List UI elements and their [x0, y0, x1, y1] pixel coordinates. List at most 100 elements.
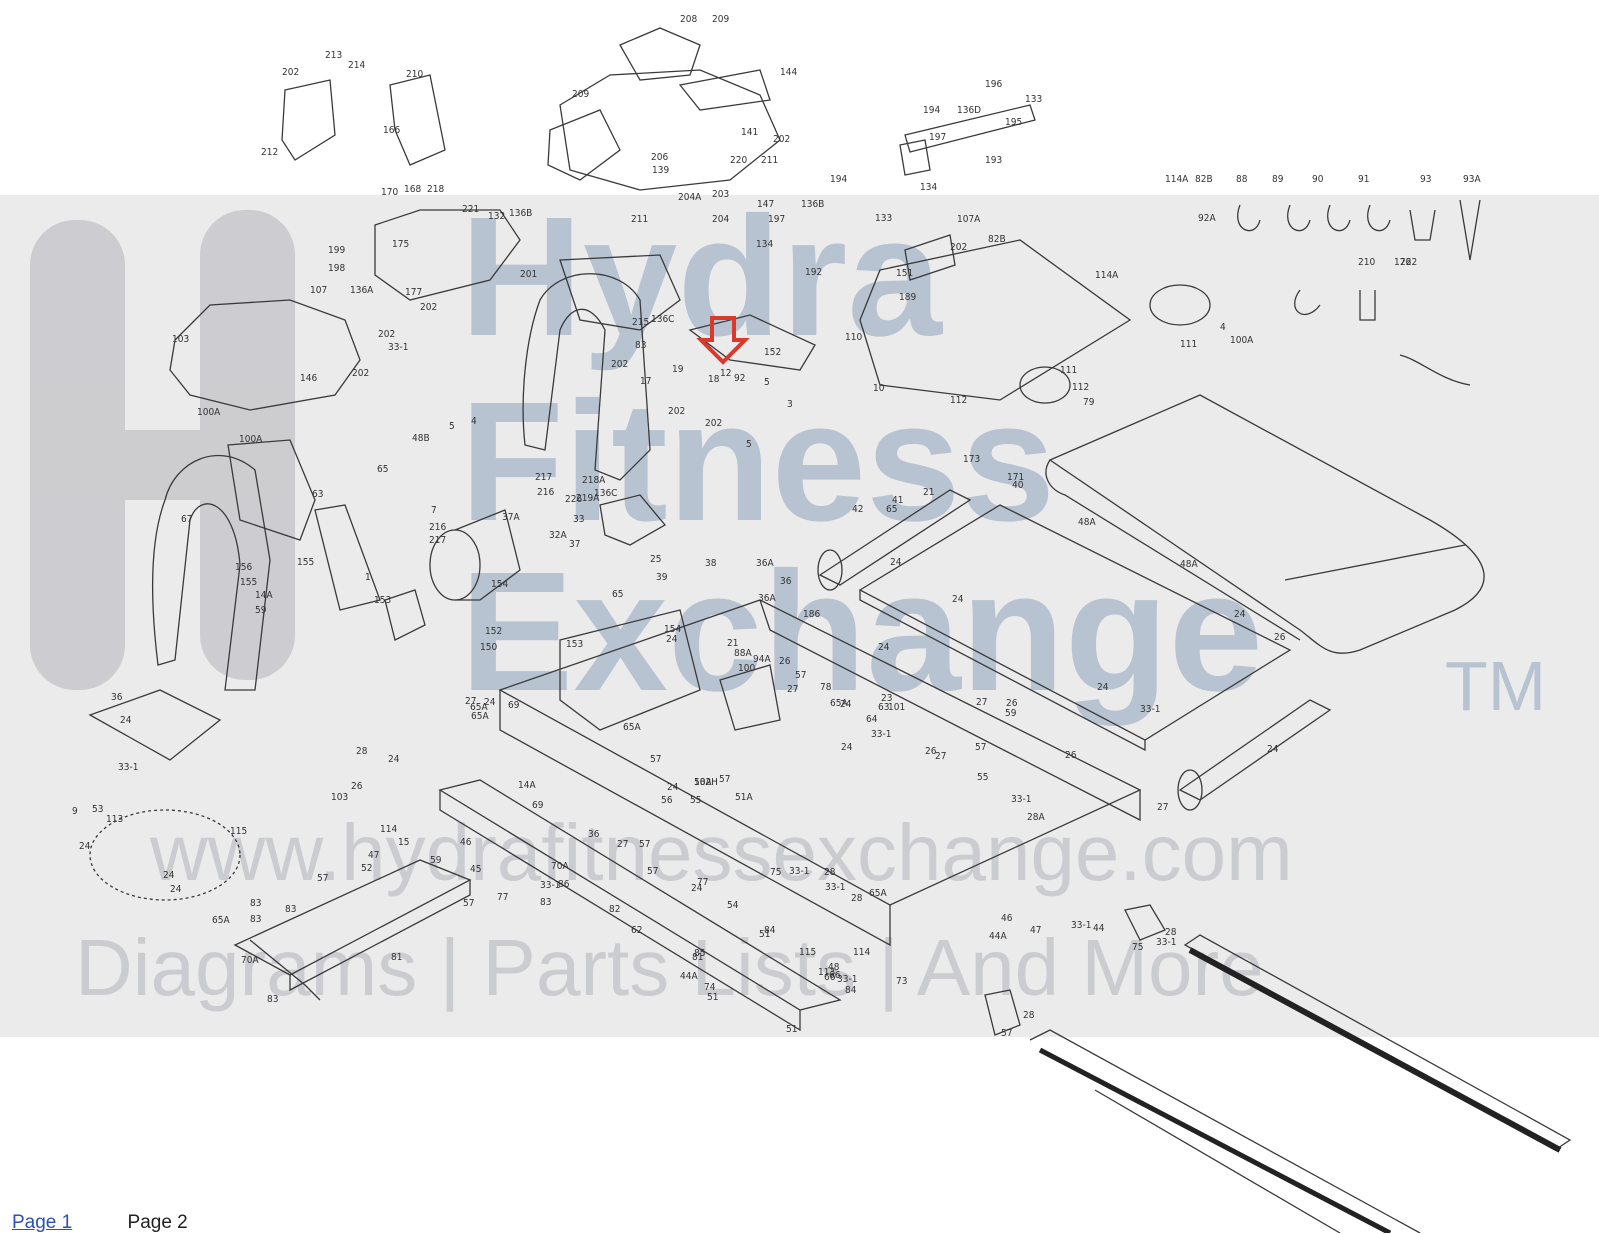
part-label: 81: [391, 952, 402, 963]
part-label: 21: [923, 487, 934, 498]
part-label: 70A: [241, 955, 259, 966]
part-label: 146: [300, 373, 317, 384]
part-label: 214: [348, 60, 365, 71]
part-label: 65A: [830, 698, 848, 709]
part-label: 88A: [734, 648, 752, 659]
part-label: 153: [374, 595, 391, 606]
part-label: 103: [331, 792, 348, 803]
part-label: 198: [328, 263, 345, 274]
part-label: 202: [611, 359, 628, 370]
part-label: 202: [282, 67, 299, 78]
part-label: 202: [420, 302, 437, 313]
part-label: 27: [465, 696, 476, 707]
part-label: 134: [756, 239, 773, 250]
part-label: 33-1: [1071, 920, 1091, 931]
part-label: 65: [612, 589, 623, 600]
part-label: 48A: [1078, 517, 1096, 528]
part-label: 24: [484, 697, 496, 708]
part-label: 41: [892, 495, 903, 506]
part-label: 28: [1165, 927, 1177, 938]
part-label: 24: [79, 841, 91, 852]
part-label: 136C: [651, 314, 674, 325]
part-label: 202: [705, 418, 722, 429]
part-label: 33-1: [118, 762, 138, 773]
part-label: 3: [787, 399, 793, 410]
part-label: 134: [920, 182, 937, 193]
part-label: 91: [1358, 174, 1369, 185]
part-label: 12: [720, 368, 731, 379]
part-label: 33-1: [789, 866, 809, 877]
part-label: 58A: [694, 777, 712, 788]
part-label: 111: [1060, 365, 1077, 376]
part-label: 82B: [1195, 174, 1213, 185]
part-label: 193: [985, 155, 1002, 166]
part-label: 192: [805, 267, 822, 278]
part-label: 132: [488, 211, 505, 222]
part-label: 194: [830, 174, 847, 185]
part-label: 24: [388, 754, 400, 765]
part-label: 65: [377, 464, 388, 475]
part-label: 107: [310, 285, 327, 296]
part-label: 65A: [869, 888, 887, 899]
part-label: 24: [120, 715, 132, 726]
part-label: 221: [462, 204, 479, 215]
part-label: 24: [890, 557, 902, 568]
part-label: 77: [497, 892, 508, 903]
part-label: 26: [1065, 750, 1077, 761]
part-label: 65: [886, 504, 897, 515]
part-label: 48B: [412, 433, 430, 444]
part-label: 27: [976, 697, 987, 708]
part-label: 151: [896, 268, 913, 279]
part-label: 218A: [582, 475, 606, 486]
part-label: 9: [72, 806, 78, 817]
part-label: 37: [569, 539, 580, 550]
part-label: 139: [652, 165, 669, 176]
part-label: 136A: [350, 285, 374, 296]
part-label: 5: [449, 421, 455, 432]
part-label: 67: [181, 514, 192, 525]
part-label: 36A: [758, 593, 776, 604]
part-label: 217: [429, 535, 446, 546]
part-label: 136D: [957, 105, 981, 116]
part-label: 94A: [753, 654, 771, 665]
part-label: 84: [845, 985, 857, 996]
part-label: 170: [381, 187, 398, 198]
part-label: 7: [431, 505, 437, 516]
part-label: 110: [845, 332, 862, 343]
parts-drawing: [88, 27, 1572, 1233]
part-label: 212: [261, 147, 278, 158]
part-label: 65A: [623, 722, 641, 733]
part-label: 27: [1157, 802, 1168, 813]
part-label: 202: [668, 406, 685, 417]
part-label: 92A: [1198, 213, 1216, 224]
part-label: 79: [1083, 397, 1095, 408]
part-label: 28A: [1027, 812, 1045, 823]
part-label: 73: [896, 976, 907, 987]
part-label: 196: [985, 79, 1002, 90]
part-label: 92: [734, 373, 745, 384]
part-label: 46: [1001, 913, 1013, 924]
part-label: 57: [795, 670, 806, 681]
part-label: 136B: [509, 208, 532, 219]
part-label: 10: [873, 383, 885, 394]
part-label: 222: [1400, 257, 1417, 268]
part-label: 90: [1312, 174, 1324, 185]
page-2-link[interactable]: Page 2: [127, 1212, 188, 1233]
part-label: 93A: [1463, 174, 1481, 185]
part-label: 206: [651, 152, 668, 163]
part-label: 57: [317, 873, 328, 884]
part-label: 57: [647, 866, 658, 877]
part-label: 65A: [470, 702, 488, 713]
part-label: 114A: [1165, 174, 1189, 185]
part-label: 201: [520, 269, 537, 280]
part-label: 115: [799, 947, 816, 958]
part-label: 59: [255, 605, 267, 616]
part-label: 63: [312, 489, 323, 500]
page-1-link[interactable]: Page 1: [12, 1212, 73, 1233]
part-label: 88: [1236, 174, 1248, 185]
part-label: 25: [650, 554, 661, 565]
part-label: 55: [690, 795, 701, 806]
part-label: 33-1: [837, 974, 857, 985]
part-label: 83: [285, 904, 296, 915]
